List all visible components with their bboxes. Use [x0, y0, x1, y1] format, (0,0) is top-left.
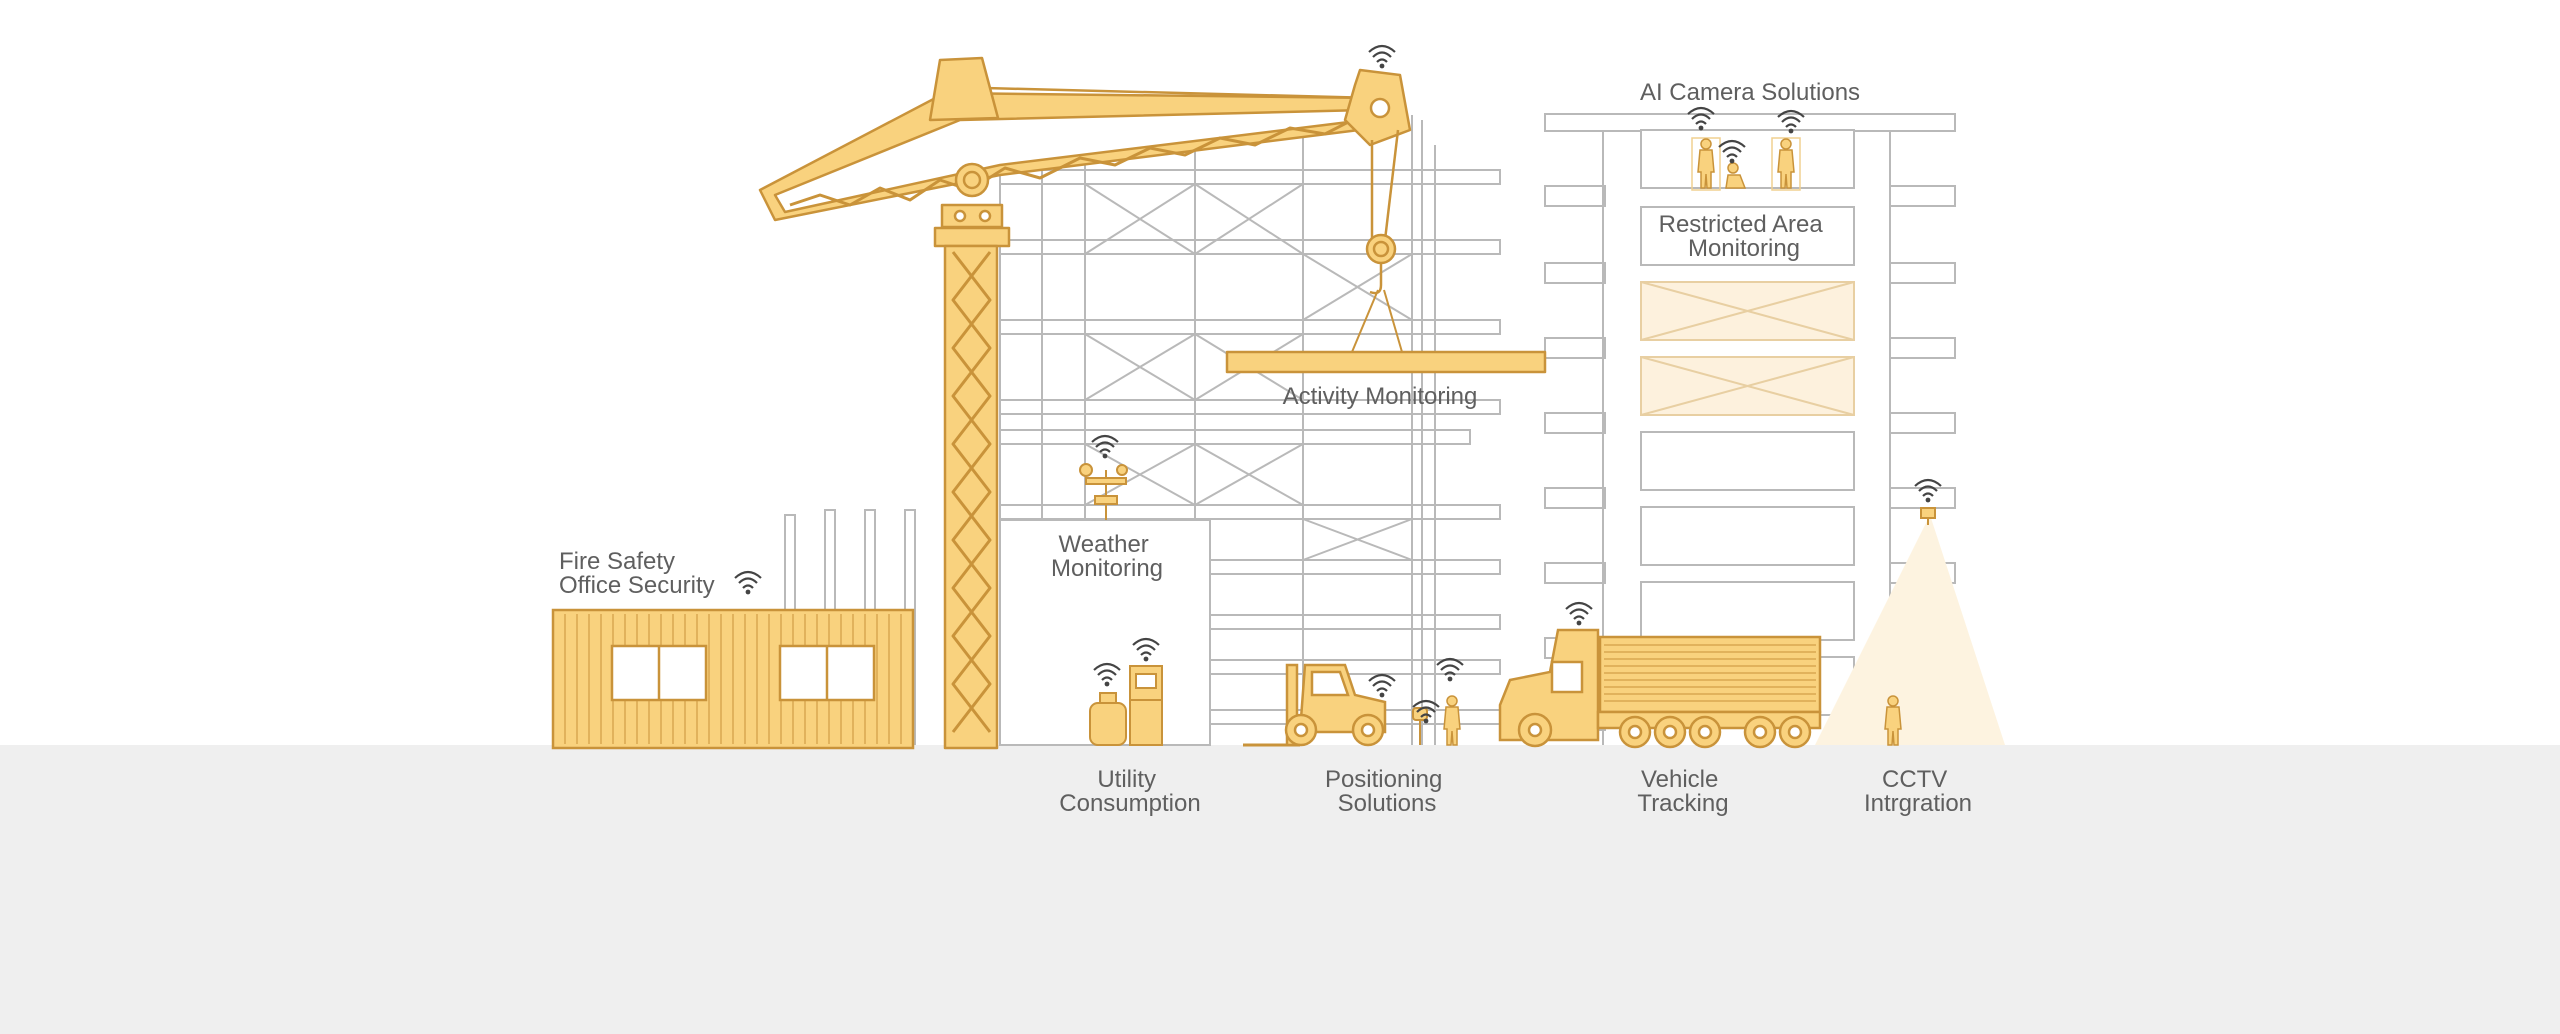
tower-crane[interactable]: [758, 56, 1547, 750]
window-cross-marks: [1640, 281, 1855, 416]
generator-icon[interactable]: [1089, 692, 1127, 746]
label-positioning-solutions: Positioning Solutions: [1325, 766, 1449, 817]
label-vehicle-tracking: Vehicle Tracking: [1637, 766, 1728, 817]
wifi-signal-icon: [733, 570, 763, 596]
label-fire-safety-office-security: Fire Safety Office Security: [559, 548, 715, 599]
label-utility-consumption: Utility Consumption: [1059, 766, 1200, 817]
wifi-signal-icon: [1435, 657, 1465, 683]
label-ai-camera-solutions: AI Camera Solutions: [1640, 79, 1860, 106]
cctv-view-cone: [1815, 515, 2005, 745]
wifi-signal-icon: [1367, 44, 1397, 70]
fuel-pump-icon[interactable]: [1129, 665, 1163, 746]
weather-station-icon[interactable]: [1079, 463, 1128, 520]
site-office-container[interactable]: [551, 608, 915, 750]
fence: [784, 509, 916, 745]
person-icon: [1725, 162, 1747, 189]
ai-camera-figures[interactable]: [1691, 137, 1801, 191]
label-weather-monitoring: Weather Monitoring: [1051, 531, 1163, 582]
label-activity-monitoring: Activity Monitoring: [1283, 383, 1478, 410]
wifi-signal-icon: [1564, 601, 1594, 627]
cctv-camera-icon[interactable]: [1920, 507, 1936, 525]
label-cctv-integration: CCTV Intrgration: [1864, 766, 1972, 817]
wifi-signal-icon: [1367, 673, 1397, 699]
ground: [0, 745, 2560, 1034]
person-icon: [1443, 695, 1461, 746]
wifi-signal-icon: [1090, 434, 1120, 460]
delivery-truck[interactable]: [1498, 628, 1822, 749]
label-restricted-area-monitoring: Restricted Area Monitoring: [1659, 211, 1830, 262]
forklift[interactable]: [1243, 663, 1387, 747]
